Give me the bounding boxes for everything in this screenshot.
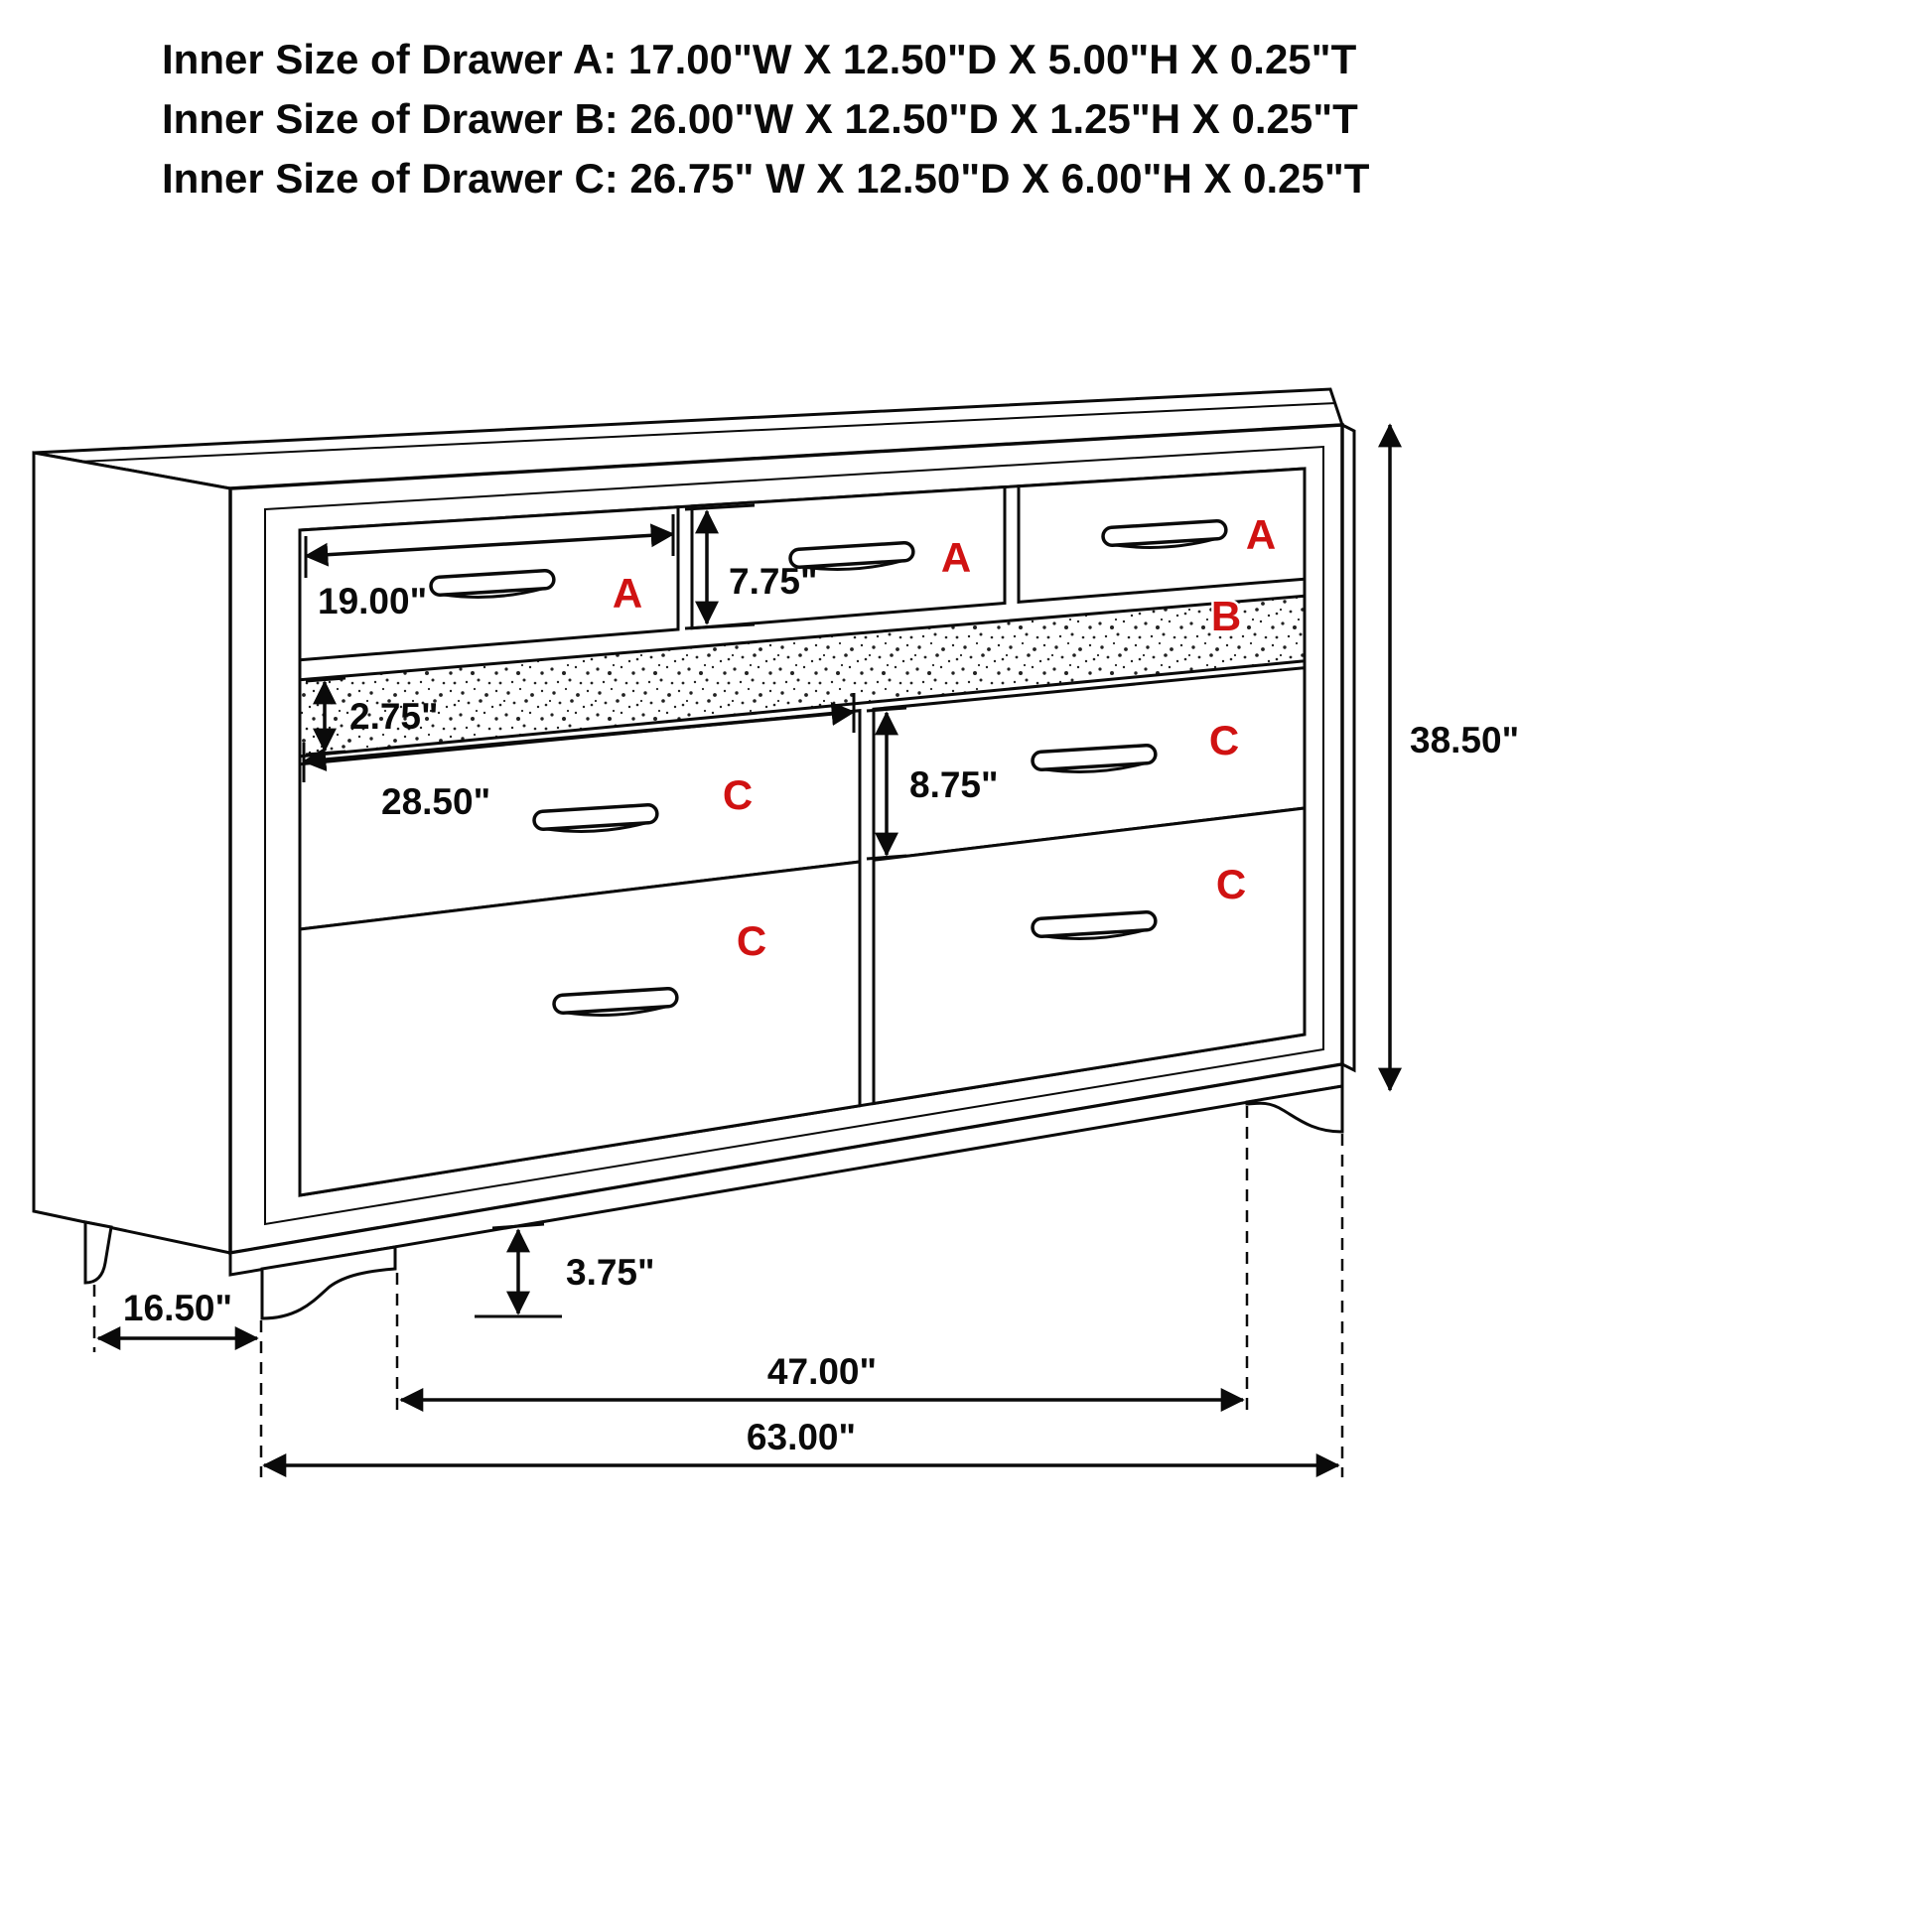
- left-rear-foot: [83, 1220, 113, 1285]
- dresser-right-edge: [1340, 422, 1356, 1073]
- front-right-leg: [1245, 1084, 1344, 1134]
- drawer-letter-c-left-top: C: [723, 771, 753, 818]
- drawer-letter-a3: A: [1246, 511, 1276, 558]
- dim-label-leg-height: 3.75": [566, 1252, 655, 1293]
- dim-tick: [684, 622, 756, 630]
- inner-size-line-c: Inner Size of Drawer C: 26.75" W X 12.50…: [162, 155, 1370, 202]
- top-bevel-line: [57, 402, 1337, 464]
- drawer-letter-c-left-bottom: C: [737, 917, 766, 964]
- dim-label-drawer-a-height: 7.75": [729, 561, 818, 602]
- drawer-letter-c-right-bottom: C: [1216, 861, 1246, 907]
- dim-tick: [866, 706, 907, 713]
- drawer-c-left-bottom-front: [298, 860, 862, 1197]
- extension-lines: [92, 1106, 1344, 1477]
- dim-label-overall-height: 38.50": [1410, 720, 1519, 760]
- dim-label-drawer-a-width: 19.00": [318, 581, 427, 621]
- dim-label-leg-to-leg: 47.00": [767, 1351, 877, 1392]
- drawer-letter-b: B: [1211, 593, 1241, 639]
- dresser-left-side-panel: [32, 451, 232, 1255]
- dim-label-drawer-b-height: 2.75": [349, 696, 439, 737]
- dimension-lines: [96, 423, 1402, 1477]
- dimension-labels: 19.00" 7.75" 2.75" 28.50" 8.75" 38.50" 3…: [123, 561, 1519, 1457]
- drawer-letter-labels: A A A B C C C C: [610, 509, 1278, 967]
- drawer-letter-c-right-top: C: [1209, 717, 1239, 763]
- dim-tick: [491, 1222, 545, 1230]
- dim-label-drawer-c-height: 8.75": [909, 764, 999, 805]
- front-frame-bevel: [264, 445, 1324, 1226]
- front-left-leg: [260, 1245, 397, 1320]
- inner-size-line-a: Inner Size of Drawer A: 17.00"W X 12.50"…: [162, 36, 1357, 82]
- dim-tick: [305, 676, 346, 683]
- drawer-letter-a2: A: [941, 534, 971, 581]
- inner-size-header: Inner Size of Drawer A: 17.00"W X 12.50"…: [162, 30, 1369, 208]
- dim-label-overall-width: 63.00": [747, 1417, 856, 1457]
- inner-size-line-b: Inner Size of Drawer B: 26.00"W X 12.50"…: [162, 95, 1358, 142]
- drawer-letter-a1: A: [613, 570, 642, 617]
- dim-tick: [684, 503, 756, 511]
- dim-label-drawer-c-width: 28.50": [381, 781, 490, 822]
- drawer-c-right-bottom-front: [872, 806, 1307, 1106]
- dim-label-side-depth: 16.50": [123, 1288, 232, 1328]
- dim-arrow-drawer-a-width: [304, 523, 675, 567]
- dim-tick: [866, 854, 907, 861]
- dim-arrow-drawer-c-width: [302, 702, 856, 771]
